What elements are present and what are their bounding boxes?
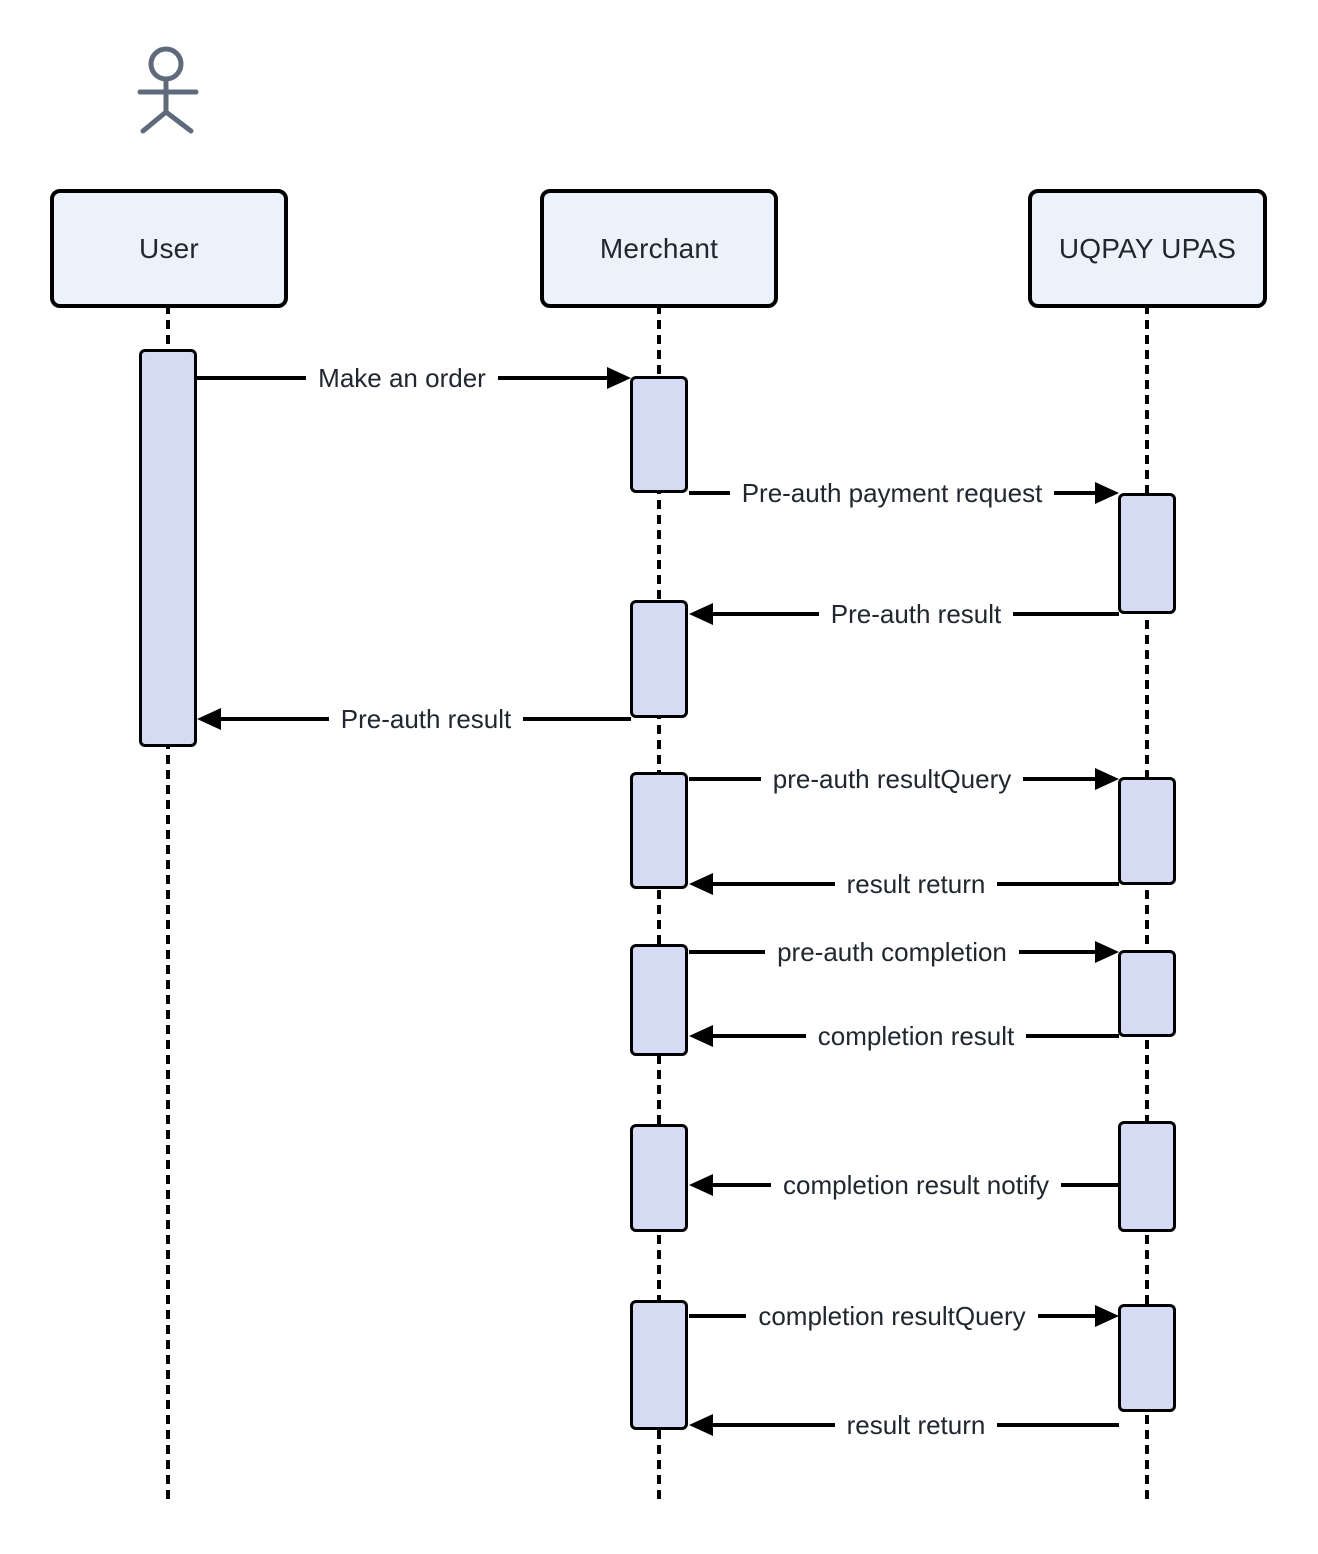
message-line <box>497 376 607 380</box>
message-line <box>1026 1034 1120 1038</box>
message-line <box>713 612 819 616</box>
activation-bar-uqpay-1 <box>1118 493 1176 614</box>
arrowhead-left-icon <box>197 708 221 730</box>
arrowhead-right-icon <box>1095 1305 1119 1327</box>
activation-bar-user <box>139 349 197 747</box>
message-label: completion result <box>817 1021 1015 1051</box>
message-line <box>197 376 307 380</box>
arrowhead-right-icon <box>1095 941 1119 963</box>
activation-bar-merchant-3 <box>630 772 688 889</box>
message-line <box>1037 1314 1095 1318</box>
message-line <box>689 1314 747 1318</box>
message-result-return-1: result return <box>689 869 1120 899</box>
message-pre-auth-resultquery: pre-auth resultQuery <box>689 764 1120 794</box>
participant-label: Merchant <box>599 232 719 264</box>
message-line <box>1018 950 1095 954</box>
activation-bar-uqpay-5 <box>1118 1304 1176 1412</box>
message-line <box>689 491 730 495</box>
message-line <box>689 777 761 781</box>
activation-bar-uqpay-3 <box>1118 950 1176 1037</box>
participant-label: User <box>139 232 199 264</box>
message-label: completion result notify <box>783 1170 1049 1200</box>
message-completion-resultquery: completion resultQuery <box>689 1301 1119 1331</box>
person-stick-figure-icon <box>137 46 199 134</box>
participant-merchant: Merchant <box>540 189 778 308</box>
message-line <box>1054 491 1095 495</box>
arrowhead-left-icon <box>689 1174 713 1196</box>
arrowhead-right-icon <box>607 367 631 389</box>
participant-uqpay: UQPAY UPAS <box>1028 189 1267 308</box>
message-line <box>689 950 766 954</box>
message-line <box>713 1423 835 1427</box>
activation-bar-merchant-5 <box>630 1124 688 1232</box>
lifeline-uqpay <box>1145 305 1149 1503</box>
message-pre-auth-completion: pre-auth completion <box>689 937 1119 967</box>
message-line <box>1013 612 1119 616</box>
activation-bar-uqpay-4 <box>1118 1121 1176 1232</box>
message-completion-result: completion result <box>689 1021 1120 1051</box>
activation-bar-uqpay-2 <box>1118 777 1176 885</box>
lifeline-user <box>166 305 170 1503</box>
activation-bar-merchant-2 <box>630 600 688 718</box>
message-pre-auth-result-to-user: Pre-auth result <box>197 704 631 734</box>
arrowhead-left-icon <box>689 603 713 625</box>
message-label: completion resultQuery <box>758 1301 1026 1331</box>
message-line <box>1060 1183 1119 1187</box>
message-make-an-order: Make an order <box>197 363 631 393</box>
arrowhead-right-icon <box>1095 482 1119 504</box>
participant-user: User <box>50 189 288 308</box>
message-pre-auth-payment-request: Pre-auth payment request <box>689 478 1119 508</box>
arrowhead-left-icon <box>689 873 713 895</box>
message-result-return-2: result return <box>689 1410 1120 1440</box>
message-label: result return <box>846 1410 986 1440</box>
message-label: Pre-auth result <box>830 599 1002 629</box>
message-label: pre-auth completion <box>777 937 1007 967</box>
activation-bar-merchant-1 <box>630 376 688 493</box>
message-label: result return <box>846 869 986 899</box>
message-line <box>997 882 1120 886</box>
arrowhead-left-icon <box>689 1414 713 1436</box>
message-completion-result-notify: completion result notify <box>689 1170 1119 1200</box>
message-line <box>1023 777 1096 781</box>
message-label: pre-auth resultQuery <box>772 764 1012 794</box>
participant-label: UQPAY UPAS <box>1058 232 1237 264</box>
message-label: Pre-auth payment request <box>741 478 1043 508</box>
arrowhead-right-icon <box>1095 768 1120 790</box>
arrowhead-left-icon <box>689 1025 713 1047</box>
message-line <box>997 1423 1120 1427</box>
message-line <box>713 882 835 886</box>
message-line <box>713 1183 772 1187</box>
message-label: Pre-auth result <box>340 704 512 734</box>
activation-bar-merchant-6 <box>630 1300 688 1430</box>
message-pre-auth-result: Pre-auth result <box>689 599 1119 629</box>
activation-bar-merchant-4 <box>630 944 688 1056</box>
lifeline-merchant <box>657 305 661 1503</box>
message-label: Make an order <box>318 363 486 393</box>
message-line <box>523 717 631 721</box>
message-line <box>713 1034 806 1038</box>
message-line <box>221 717 329 721</box>
